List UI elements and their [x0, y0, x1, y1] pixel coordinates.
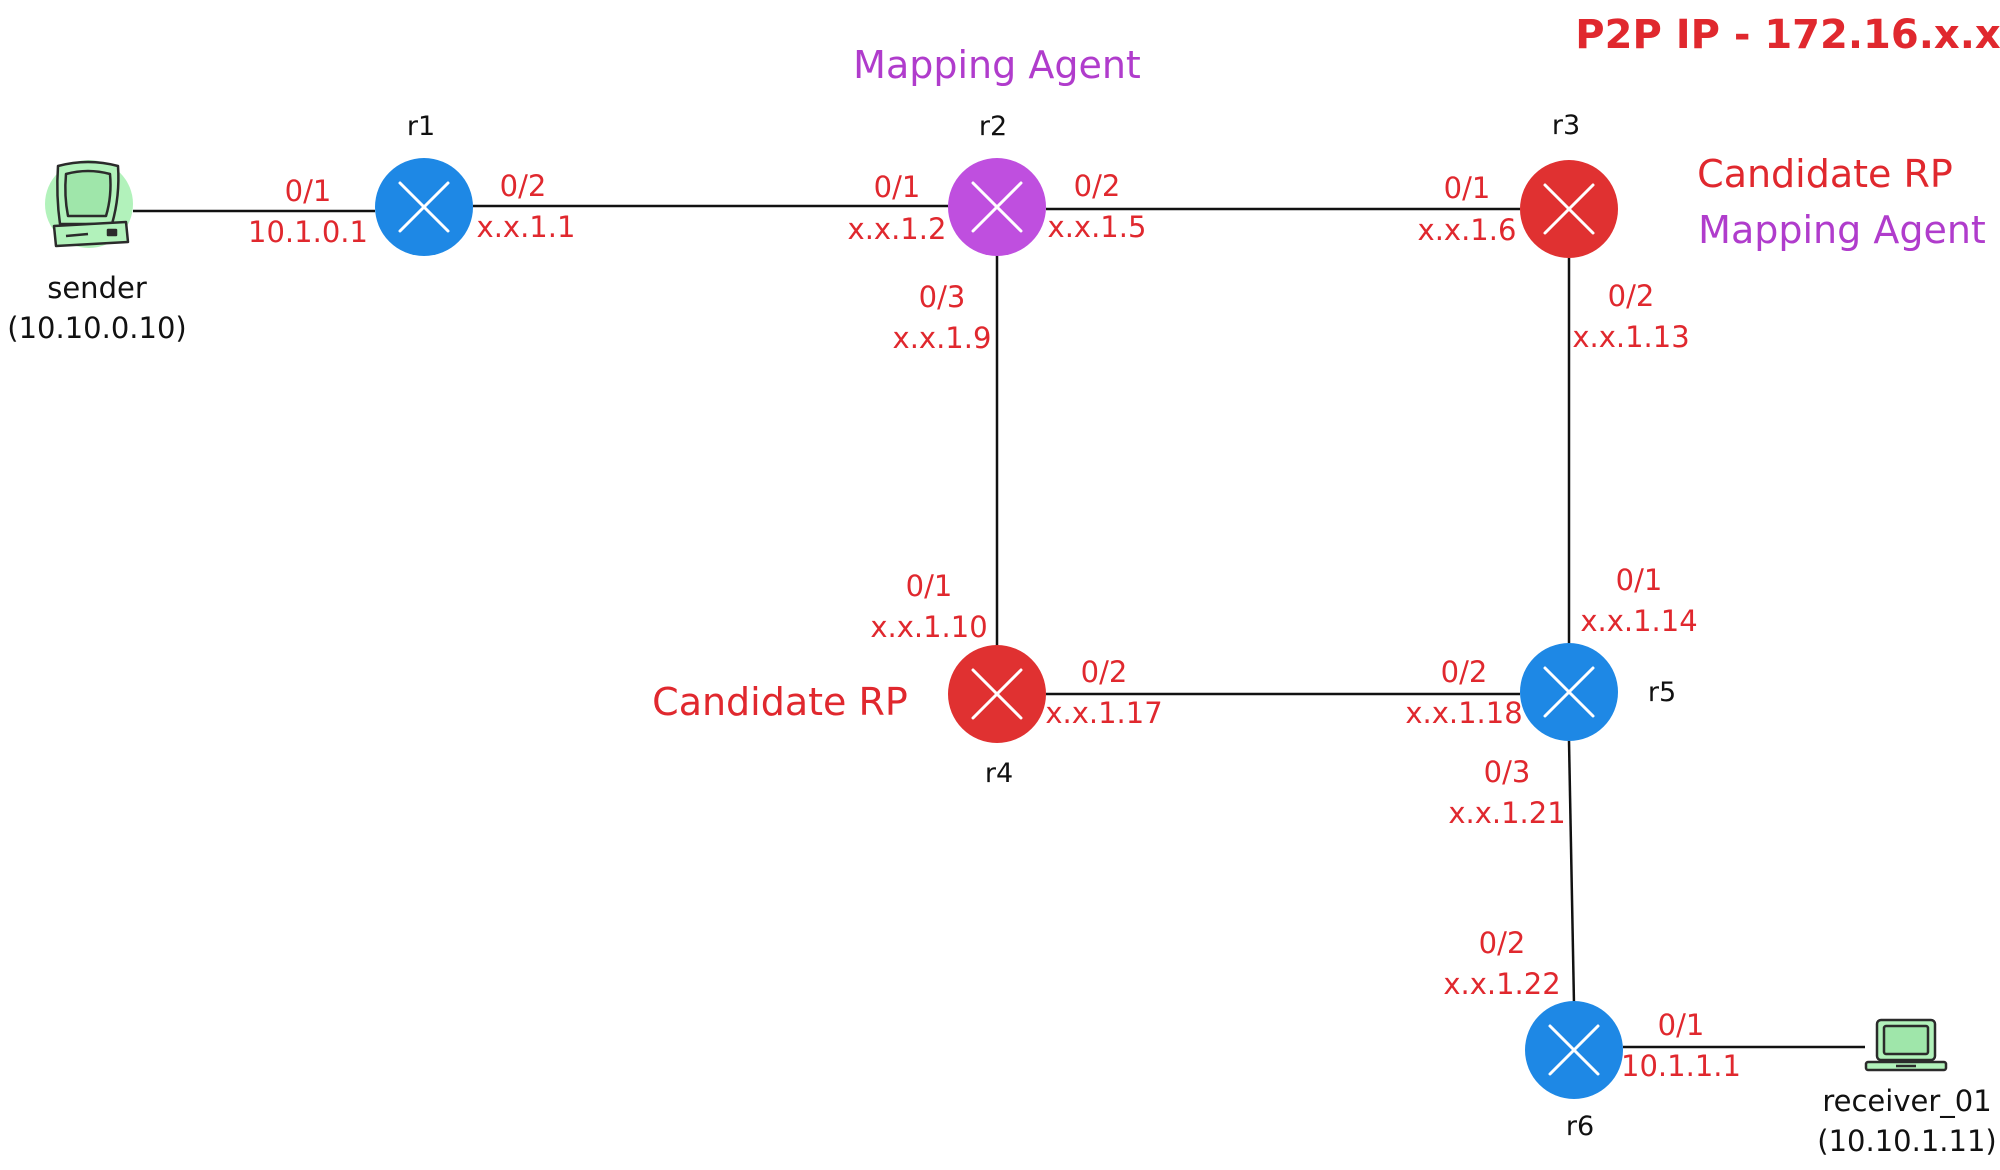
- iface-port: 0/2: [1441, 655, 1488, 689]
- iface-ip: x.x.1.14: [1580, 604, 1697, 638]
- iface-ip: x.x.1.13: [1572, 320, 1689, 354]
- iface-ip: x.x.1.22: [1443, 967, 1560, 1001]
- iface-ip: x.x.1.17: [1045, 696, 1162, 730]
- router-icon: [398, 181, 450, 233]
- iface-port: 0/2: [1081, 655, 1128, 689]
- iface-port: 0/1: [906, 569, 953, 603]
- iface-ip: x.x.1.1: [477, 210, 576, 244]
- sender-name: sender: [47, 271, 147, 305]
- receiver-host[interactable]: receiver_01 (10.10.1.11): [1817, 1018, 1997, 1158]
- iface-port: 0/2: [1479, 926, 1526, 960]
- sender-host[interactable]: sender (10.10.0.10): [7, 160, 187, 345]
- iface-port: 0/1: [1444, 171, 1491, 205]
- interface-labels: 0/1 10.1.0.1 0/2 x.x.1.1 0/1 x.x.1.2 0/2…: [248, 169, 1741, 1083]
- r3-candidate-rp-note: Candidate RP: [1697, 152, 1953, 196]
- router-r2[interactable]: [948, 158, 1046, 256]
- iface-port: 0/1: [874, 170, 921, 204]
- receiver-name: receiver_01: [1822, 1084, 1991, 1118]
- laptop-computer-icon: [1864, 1018, 1948, 1072]
- router-r1[interactable]: [375, 158, 473, 256]
- iface-port: 0/1: [1658, 1008, 1705, 1042]
- iface-port: 0/2: [500, 169, 547, 203]
- receiver-ip: (10.10.1.11): [1817, 1124, 1996, 1158]
- router-label-r4: r4: [985, 758, 1013, 789]
- links: [133, 204, 1865, 1049]
- p2p-ip-legend: P2P IP - 172.16.x.x: [1575, 12, 2000, 58]
- sender-ip: (10.10.0.10): [7, 311, 186, 345]
- router-icon: [1543, 183, 1595, 235]
- router-icon: [971, 181, 1023, 233]
- router-label-r1: r1: [407, 111, 435, 142]
- iface-ip: x.x.1.6: [1418, 213, 1517, 247]
- router-label-r6: r6: [1566, 1111, 1594, 1142]
- iface-port: 0/3: [919, 280, 966, 314]
- iface-ip: 10.1.0.1: [248, 215, 368, 249]
- iface-ip: x.x.1.10: [870, 610, 987, 644]
- r4-candidate-rp-note: Candidate RP: [652, 680, 908, 724]
- iface-ip: x.x.1.18: [1405, 696, 1522, 730]
- router-r4[interactable]: [948, 645, 1046, 743]
- router-r5[interactable]: [1520, 643, 1618, 741]
- r2-mapping-agent-note: Mapping Agent: [853, 43, 1141, 87]
- router-label-r2: r2: [979, 111, 1007, 142]
- iface-ip: x.x.1.9: [893, 321, 992, 355]
- r3-mapping-agent-note: Mapping Agent: [1698, 208, 1986, 252]
- link-r5-r6: [1567, 740, 1576, 1005]
- desktop-computer-icon: [52, 160, 130, 248]
- router-icon: [971, 668, 1023, 720]
- iface-port: 0/3: [1484, 755, 1531, 789]
- router-label-r3: r3: [1552, 110, 1580, 141]
- router-icon: [1548, 1024, 1600, 1076]
- iface-ip: 10.1.1.1: [1621, 1049, 1741, 1083]
- iface-port: 0/2: [1608, 279, 1655, 313]
- iface-ip: x.x.1.2: [848, 212, 947, 246]
- router-r6[interactable]: [1525, 1001, 1623, 1099]
- iface-port: 0/2: [1074, 169, 1121, 203]
- iface-ip: x.x.1.5: [1048, 210, 1147, 244]
- router-label-r5: r5: [1648, 677, 1676, 708]
- router-r3[interactable]: [1520, 160, 1618, 258]
- router-icon: [1543, 666, 1595, 718]
- iface-port: 0/1: [285, 174, 332, 208]
- iface-port: 0/1: [1616, 563, 1663, 597]
- iface-ip: x.x.1.21: [1448, 796, 1565, 830]
